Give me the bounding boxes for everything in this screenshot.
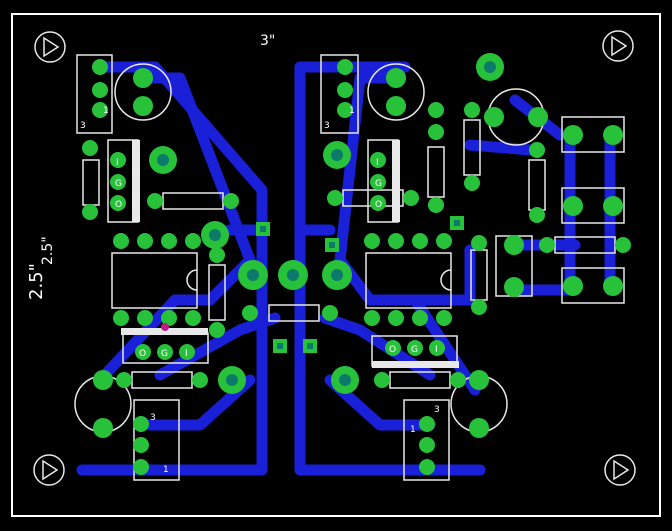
connector-bottom-left-pin-b: 1	[163, 465, 169, 475]
regulator-tabs	[121, 140, 459, 368]
board-outline	[11, 13, 661, 517]
reg-bottom-right-label-0: O	[389, 345, 396, 355]
reg-top-left-label-1: G	[115, 179, 122, 189]
triangle-marker-icon	[611, 35, 628, 57]
height-dimension-label-b: 2.5"	[40, 236, 56, 265]
mount-hole-icon	[602, 30, 634, 62]
triangle-marker-icon	[613, 459, 630, 481]
reg-bottom-left-label-0: O	[139, 349, 146, 359]
connector-top-mid-pin-b: 1	[349, 106, 355, 116]
drill-holes	[157, 61, 496, 386]
connector-top-left-pin-b: 1	[103, 106, 109, 116]
reg-bottom-right-label-2: I	[435, 345, 438, 355]
reg-top-mid-label-0: I	[376, 158, 379, 168]
connector-top-left-pin-a: 3	[80, 121, 86, 131]
connector-bottom-left	[133, 399, 180, 481]
connector-bottom-left-pin-a: 3	[150, 413, 156, 423]
triangle-marker-icon	[43, 36, 60, 58]
connector-bottom-right-pin-b: 1	[410, 425, 416, 435]
reg-bottom-left-label-1: G	[161, 349, 168, 359]
triangle-marker-icon	[42, 459, 59, 481]
reg-top-mid-label-1: G	[375, 179, 382, 189]
connector-bottom-right	[403, 399, 450, 481]
reg-top-left-label-2: O	[115, 200, 122, 210]
reg-bottom-left-label-2: I	[185, 349, 188, 359]
height-dimension-label-a: 2.5"	[26, 263, 47, 300]
highlight-marker	[161, 323, 169, 331]
mount-hole-icon	[33, 454, 65, 486]
connector-top-mid	[320, 54, 359, 134]
connector-top-mid-pin-a: 3	[324, 121, 330, 131]
mount-hole-icon	[604, 454, 636, 486]
width-dimension-label: 3"	[260, 33, 275, 49]
mount-hole-icon	[34, 31, 66, 63]
reg-top-left-label-0: I	[116, 158, 119, 168]
connector-top-left	[76, 54, 113, 134]
silkscreen	[33, 30, 636, 486]
connector-bottom-right-pin-a: 3	[434, 405, 440, 415]
reg-top-mid-label-2: O	[375, 200, 382, 210]
reg-bottom-right-label-1: G	[411, 345, 418, 355]
round-pads	[82, 53, 631, 475]
